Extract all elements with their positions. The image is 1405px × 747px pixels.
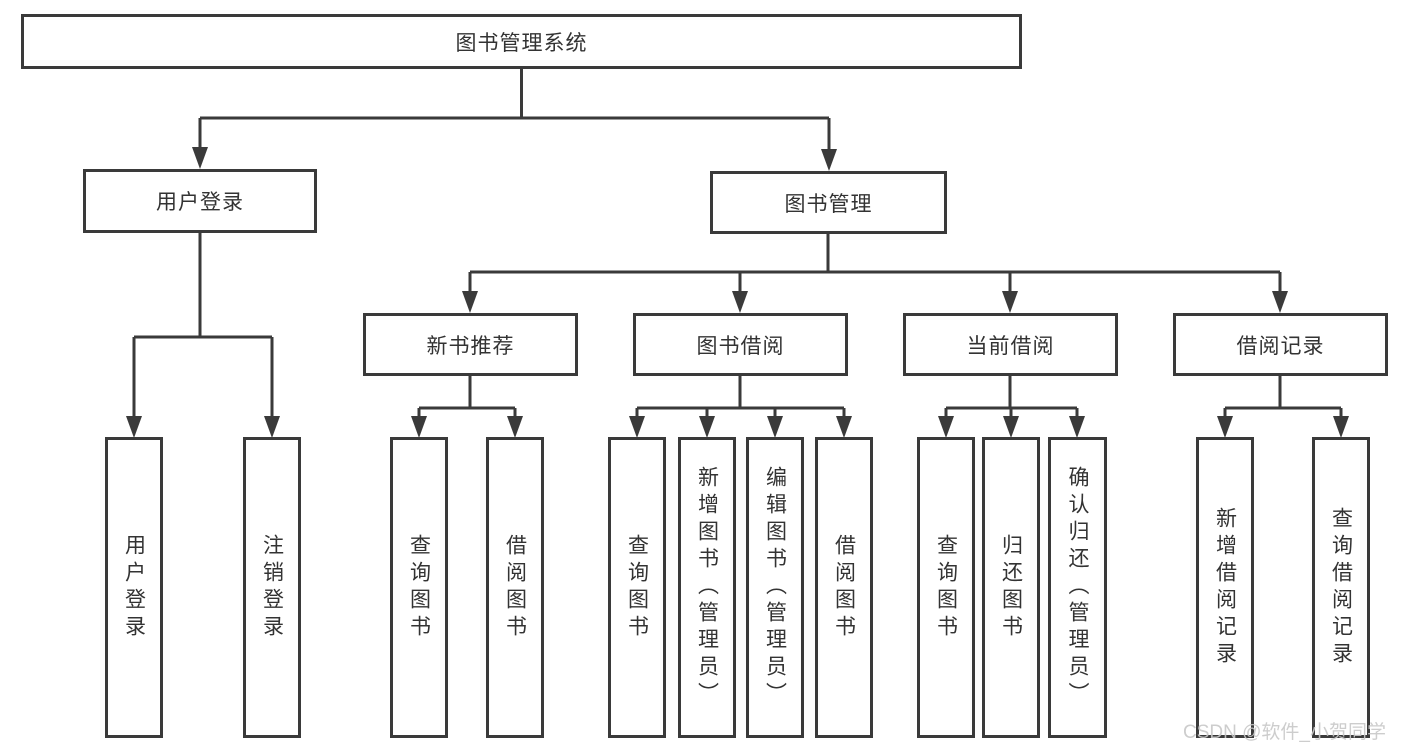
- node-borrow-records-label: 借阅记录: [1236, 334, 1325, 358]
- leaf-return-books: 归还图书: [982, 437, 1040, 738]
- leaf-query-borrow-record-label: 查询借阅记录: [1329, 506, 1353, 669]
- leaf-edit-book-admin-label: 编辑图书（管理员）: [763, 466, 787, 709]
- node-book-management: 图书管理: [710, 171, 947, 234]
- node-root-system-label: 图书管理系统: [455, 31, 588, 55]
- node-book-borrow: 图书借阅: [633, 313, 848, 376]
- leaf-add-book-admin-label: 新增图书（管理员）: [695, 466, 719, 709]
- leaf-confirm-return-admin: 确认归还（管理员）: [1048, 437, 1107, 738]
- node-new-book-recommend: 新书推荐: [363, 313, 578, 376]
- node-current-borrow: 当前借阅: [903, 313, 1118, 376]
- leaf-recommend-borrow-books-label: 借阅图书: [503, 533, 527, 642]
- node-root-system: 图书管理系统: [21, 14, 1022, 69]
- node-borrow-records: 借阅记录: [1173, 313, 1388, 376]
- node-current-borrow-label: 当前借阅: [966, 334, 1055, 358]
- leaf-add-borrow-record: 新增借阅记录: [1196, 437, 1254, 738]
- leaf-logout: 注销登录: [243, 437, 301, 738]
- leaf-return-books-label: 归还图书: [999, 533, 1023, 642]
- leaf-borrow-books: 借阅图书: [815, 437, 873, 738]
- node-new-book-recommend-label: 新书推荐: [426, 334, 515, 358]
- leaf-confirm-return-admin-label: 确认归还（管理员）: [1066, 466, 1089, 709]
- node-book-borrow-label: 图书借阅: [696, 334, 785, 358]
- leaf-recommend-borrow-books: 借阅图书: [486, 437, 544, 738]
- leaf-add-book-admin: 新增图书（管理员）: [678, 437, 736, 738]
- leaf-add-borrow-record-label: 新增借阅记录: [1213, 506, 1237, 669]
- node-user-login: 用户登录: [83, 169, 317, 233]
- node-book-management-label: 图书管理: [784, 192, 873, 216]
- leaf-borrow-query-books: 查询图书: [608, 437, 666, 738]
- leaf-query-borrow-record: 查询借阅记录: [1312, 437, 1370, 738]
- watermark: CSDN @软件_小贺同学: [1183, 722, 1386, 743]
- leaf-current-query-books-label: 查询图书: [934, 533, 958, 642]
- leaf-edit-book-admin: 编辑图书（管理员）: [746, 437, 804, 738]
- leaf-user-login-label: 用户登录: [122, 533, 146, 642]
- leaf-borrow-books-label: 借阅图书: [832, 533, 856, 642]
- leaf-recommend-query-books-label: 查询图书: [407, 533, 431, 642]
- leaf-current-query-books: 查询图书: [917, 437, 975, 738]
- node-user-login-label: 用户登录: [156, 191, 244, 214]
- leaf-recommend-query-books: 查询图书: [390, 437, 448, 738]
- leaf-borrow-query-books-label: 查询图书: [625, 533, 649, 642]
- leaf-logout-label: 注销登录: [260, 533, 284, 642]
- leaf-user-login: 用户登录: [105, 437, 163, 738]
